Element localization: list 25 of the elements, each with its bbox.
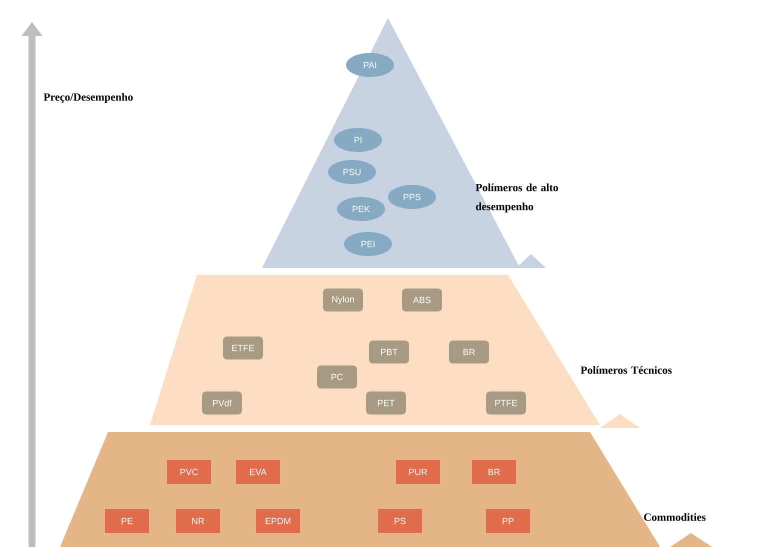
- rounded-tag: PVdf: [202, 392, 242, 414]
- rect-tag: PP: [486, 509, 530, 533]
- rounded-tag: ABS: [402, 288, 442, 312]
- oval-tag: PPS: [388, 185, 436, 209]
- rect-tag: PS: [378, 509, 422, 533]
- oval-tag: PAI: [346, 53, 394, 77]
- rounded-tag: PET: [366, 392, 406, 414]
- rect-tag: PE: [105, 509, 149, 533]
- oval-tag: PI: [334, 128, 382, 152]
- rounded-tag: ETFE: [223, 336, 263, 360]
- oval-tag: PEI: [344, 232, 392, 256]
- rect-tag: EVA: [236, 460, 280, 484]
- rect-tag: EPDM: [256, 509, 300, 533]
- rounded-tag: BR: [449, 340, 489, 364]
- rounded-tag: PBT: [369, 340, 409, 364]
- rect-tag: NR: [176, 509, 220, 533]
- rounded-tag: Nylon: [323, 288, 363, 312]
- rect-tag: BR: [472, 460, 516, 484]
- oval-tag: PSU: [328, 160, 376, 184]
- axis-label: Preço/Desempenho: [44, 93, 133, 103]
- rounded-tag: PC: [317, 366, 357, 388]
- rounded-tag: PTFE: [486, 392, 526, 414]
- rect-tag: PVC: [167, 460, 211, 484]
- rect-tag: PUR: [396, 460, 440, 484]
- oval-tag: PEK: [337, 197, 385, 221]
